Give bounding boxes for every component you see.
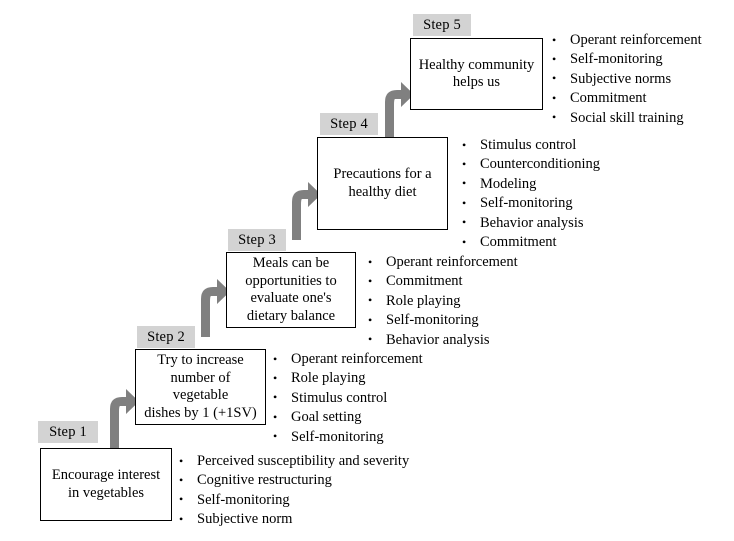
list-item: Behavior analysis	[460, 213, 600, 233]
step-box-text-step1: Encourage interest in vegetables	[52, 467, 160, 502]
list-item: Stimulus control	[271, 388, 423, 408]
technique-list-step4: Stimulus control Counterconditioning Mod…	[460, 135, 600, 253]
list-item: Perceived susceptibility and severity	[177, 451, 409, 471]
step-label-text: Step 5	[423, 17, 461, 33]
goal-line: dietary balance	[246, 307, 336, 324]
list-item: Self-monitoring	[177, 490, 409, 510]
list-item: Stimulus control	[460, 135, 600, 155]
technique-list-step3: Operant reinforcement Commitment Role pl…	[366, 252, 518, 350]
step-box-text-step2: Try to increase number of vegetable dish…	[142, 352, 259, 422]
goal-line: number of vegetable	[170, 369, 231, 404]
step-label-step4: Step 4	[320, 113, 378, 135]
list-item: Role playing	[366, 291, 518, 311]
goal-line: Meals can be	[252, 255, 330, 271]
list-item: Social skill training	[550, 108, 702, 128]
elbow-up-right-arrow-step1-to-step2	[106, 387, 140, 449]
step-box-text-step3: Meals can be opportunities to evaluate o…	[245, 255, 336, 325]
goal-line: Try to increase	[157, 352, 244, 368]
list-item: Self-monitoring	[366, 311, 518, 331]
list-item: Role playing	[271, 369, 423, 389]
step-box-step2: Try to increase number of vegetable dish…	[135, 349, 266, 425]
list-item: Self-monitoring	[271, 427, 423, 447]
step-label-text: Step 4	[330, 116, 368, 132]
step-label-step3: Step 3	[228, 229, 286, 251]
step-label-step2: Step 2	[137, 326, 195, 348]
goal-line: Encourage interest	[51, 467, 161, 483]
list-item: Commitment	[366, 272, 518, 292]
list-item: Self-monitoring	[550, 50, 702, 70]
step-box-step5: Healthy community helps us	[410, 38, 543, 110]
step-box-step1: Encourage interest in vegetables	[40, 448, 172, 521]
list-item: Self-monitoring	[460, 194, 600, 214]
list-item: Operant reinforcement	[550, 30, 702, 50]
step-box-text-step4: Precautions for a healthy diet	[333, 166, 431, 201]
goal-line: opportunities to	[245, 272, 337, 289]
step-box-step3: Meals can be opportunities to evaluate o…	[226, 252, 356, 328]
list-item: Operant reinforcement	[366, 252, 518, 272]
goal-line: helps us	[452, 74, 501, 90]
list-item: Operant reinforcement	[271, 349, 423, 369]
step-box-step4: Precautions for a healthy diet	[317, 137, 448, 230]
technique-list-step5: Operant reinforcement Self-monitoring Su…	[550, 30, 702, 128]
goal-line: dishes by 1 (+1SV)	[144, 404, 257, 421]
list-item: Cognitive restructuring	[177, 471, 409, 491]
technique-list-step2: Operant reinforcement Role playing Stimu…	[271, 349, 423, 447]
list-item: Commitment	[460, 233, 600, 253]
elbow-up-right-arrow-step4-to-step5	[381, 80, 415, 140]
goal-line: healthy diet	[348, 183, 417, 200]
list-item: Commitment	[550, 89, 702, 109]
step-label-text: Step 2	[147, 329, 185, 345]
list-item: Subjective norms	[550, 69, 702, 89]
step-label-step5: Step 5	[413, 14, 471, 36]
elbow-up-right-arrow-step3-to-step4	[288, 180, 322, 240]
goal-line: Healthy community	[418, 56, 535, 73]
step-label-text: Step 3	[238, 232, 276, 248]
list-item: Counterconditioning	[460, 155, 600, 175]
step-box-text-step5: Healthy community helps us	[419, 57, 535, 92]
technique-list-step1: Perceived susceptibility and severity Co…	[177, 451, 409, 530]
list-item: Behavior analysis	[366, 330, 518, 350]
step-label-text: Step 1	[49, 424, 87, 440]
goal-line: evaluate one's	[250, 290, 332, 306]
list-item: Goal setting	[271, 408, 423, 428]
elbow-up-right-arrow-step2-to-step3	[197, 277, 231, 337]
list-item: Modeling	[460, 174, 600, 194]
step-label-step1: Step 1	[38, 421, 98, 443]
goal-line: Precautions for a	[333, 166, 432, 182]
list-item: Subjective norm	[177, 510, 409, 530]
goal-line: in vegetables	[67, 484, 145, 501]
